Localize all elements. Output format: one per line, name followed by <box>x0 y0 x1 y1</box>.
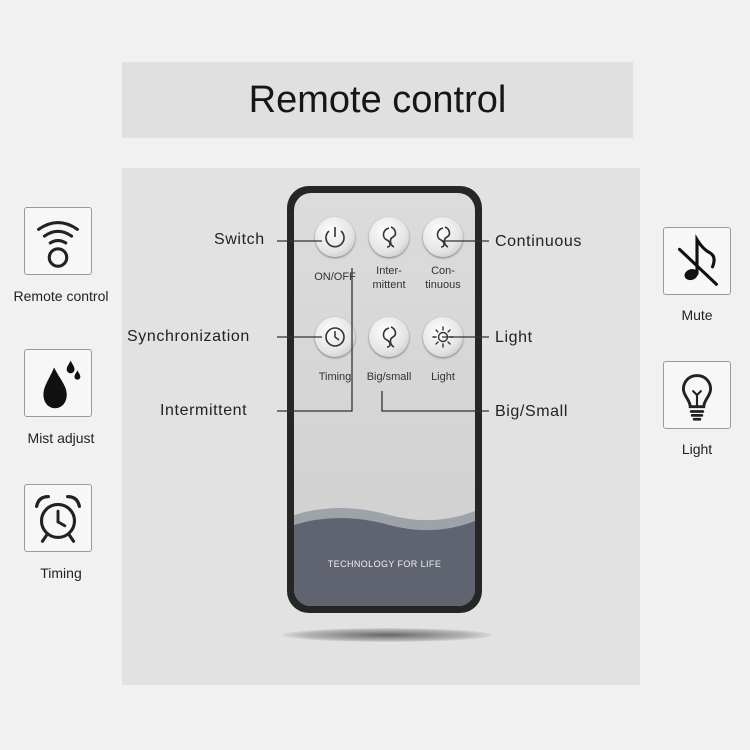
feature-label-light: Light <box>681 441 713 457</box>
page-title: Remote control <box>248 78 507 121</box>
music-note-muted-icon <box>663 227 731 295</box>
remote-shadow <box>282 628 492 642</box>
light-label: Light <box>431 371 455 383</box>
continuous-label-line1: Con- <box>431 265 455 277</box>
sun-icon <box>432 326 454 348</box>
clock-icon <box>325 327 345 347</box>
swirl-icon <box>382 326 397 348</box>
feature-label-mute: Mute <box>681 307 713 323</box>
brand-text: TECHNOLOGY FOR LIFE <box>327 559 442 569</box>
intermittent-label-line2: mittent <box>372 279 406 291</box>
callout-synchronization: Synchronization <box>127 328 250 345</box>
callout-intermittent: Intermittent <box>160 402 248 419</box>
remote-bottom-wave <box>294 508 475 606</box>
callout-continuous: Continuous <box>495 233 582 250</box>
swirl-icon <box>436 226 451 248</box>
callout-big-small: Big/Small <box>495 403 568 420</box>
power-icon <box>325 227 345 248</box>
feature-label-timing: Timing <box>40 565 82 581</box>
callout-light: Light <box>495 329 533 346</box>
remote-face: TECHNOLOGY FOR LIFE ON/OFF Inter- mitten… <box>294 193 475 606</box>
water-drop-icon <box>24 349 92 417</box>
callout-switch: Switch <box>214 231 265 248</box>
title-band: Remote control <box>122 62 633 138</box>
timing-button[interactable] <box>315 317 355 357</box>
intermittent-button[interactable] <box>369 217 409 257</box>
wireless-signal-icon <box>24 207 92 275</box>
intermittent-label-line1: Inter- <box>376 265 402 277</box>
continuous-button[interactable] <box>423 217 463 257</box>
remote-control-body: TECHNOLOGY FOR LIFE ON/OFF Inter- mitten… <box>287 186 482 613</box>
feature-label-remote-control: Remote control <box>13 288 109 304</box>
on-off-button[interactable] <box>315 217 355 257</box>
big-small-label: Big/small <box>366 371 412 383</box>
continuous-label-line2: tinuous <box>425 279 461 291</box>
alarm-clock-icon <box>24 484 92 552</box>
feature-label-mist-adjust: Mist adjust <box>27 430 95 446</box>
big-small-button[interactable] <box>369 317 409 357</box>
light-bulb-icon <box>663 361 731 429</box>
swirl-icon <box>382 226 397 248</box>
light-button[interactable] <box>423 317 463 357</box>
